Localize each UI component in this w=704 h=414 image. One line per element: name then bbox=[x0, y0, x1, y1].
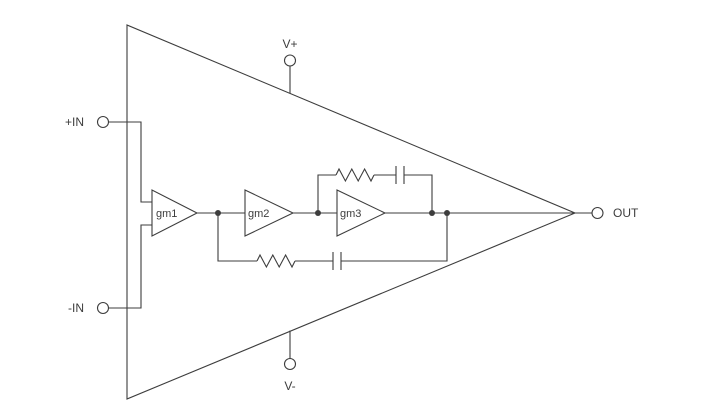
terminal-out bbox=[591, 206, 604, 220]
label-gm1: gm1 bbox=[156, 208, 177, 220]
junction-dot-upper-return bbox=[429, 210, 435, 216]
label-v-pos: V+ bbox=[282, 37, 297, 51]
junction-dot-lower-return bbox=[444, 210, 450, 216]
wire-in-neg bbox=[108, 224, 152, 309]
junction-layer bbox=[215, 210, 450, 216]
terminal-in-neg bbox=[96, 301, 110, 315]
terminal-in-pos bbox=[96, 115, 110, 129]
wire-in-pos bbox=[108, 121, 152, 203]
resistor-upper bbox=[335, 167, 375, 183]
opamp-body-triangle bbox=[126, 24, 577, 400]
wire-lower-branch-left bbox=[217, 213, 257, 262]
junction-dot-gm1-output bbox=[215, 210, 221, 216]
terminal-v-neg bbox=[283, 357, 297, 371]
label-gm2: gm2 bbox=[248, 208, 269, 220]
wire-lower-branch-right bbox=[341, 213, 448, 262]
gm1-amplifier-triangle bbox=[151, 189, 199, 237]
wire-upper-branch-right bbox=[404, 174, 433, 213]
label-out: OUT bbox=[613, 206, 639, 220]
label-in-neg: -IN bbox=[68, 301, 84, 315]
terminal-v-pos bbox=[283, 54, 297, 67]
label-v-neg: V- bbox=[284, 379, 295, 393]
junction-dot-upper-tap bbox=[315, 210, 321, 216]
label-in-pos: +IN bbox=[65, 115, 84, 129]
label-gm3: gm3 bbox=[340, 208, 361, 220]
wire-layer bbox=[96, 24, 604, 400]
label-layer: +IN -IN V+ V- OUT gm1 gm2 gm3 bbox=[65, 37, 639, 393]
wire-upper-branch-left bbox=[317, 174, 336, 213]
resistor-lower bbox=[256, 253, 296, 269]
